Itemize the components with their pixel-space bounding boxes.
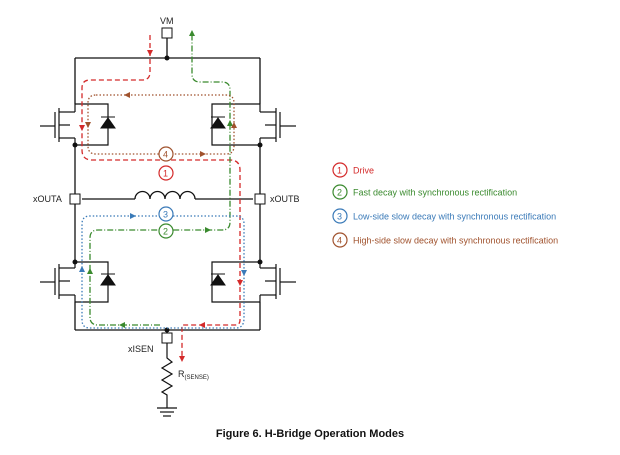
svg-text:4: 4 [163,150,168,160]
fast-decay-arrows [87,30,233,328]
fast-decay-current-path [89,30,231,326]
path-marker-2: 2 [158,223,174,239]
svg-text:1: 1 [163,169,168,179]
legend-marker [332,162,348,178]
low-side-mosfet-b [211,261,296,303]
xisen-label: xISEN [128,344,154,354]
legend-marker [332,184,348,200]
drive-current-path [81,35,241,360]
legend-item: 3 Low-side slow decay with synchronous re… [332,208,556,224]
rsense-label: R(SENSE) [178,369,209,381]
legend-item: 1 Drive [332,162,374,178]
bridge-frame [74,38,261,333]
legend-label: Low-side slow decay with synchronous rec… [353,212,556,222]
path-marker-1: 1 [158,165,174,181]
path-marker-4: 4 [158,146,174,162]
xouta-label: xOUTA [33,194,62,204]
body-diode-icon [210,273,226,286]
low-side-mosfet-a [40,261,109,303]
legend: 1 Drive 2 Fast decay with synchronous recti… [332,162,558,248]
legend-number: 2 [337,188,342,198]
figure-caption: Figure 6. H-Bridge Operation Modes [215,428,405,440]
legend-item: 2 Fast decay with synchronous rectificati… [332,184,517,200]
xoutb-label: xOUTB [270,194,300,204]
motor-winding-icon [134,190,196,200]
xouta-terminal [69,193,81,205]
svg-text:2: 2 [163,227,168,237]
legend-number: 3 [337,212,342,222]
legend-marker [332,232,348,248]
high-side-mosfet-b [211,103,296,146]
legend-label: High-side slow decay with synchronous re… [353,236,558,246]
body-diode-icon [100,116,116,129]
low-side-decay-arrows [79,213,247,276]
legend-label: Fast decay with synchronous rectificatio… [353,188,517,198]
legend-number: 4 [337,236,342,246]
body-diode-icon [210,116,226,129]
body-diode-icon [100,273,116,286]
sense-resistor-icon [160,343,174,408]
legend-marker [332,208,348,224]
ground-icon [157,407,177,417]
legend-label: Drive [353,166,374,176]
legend-number: 1 [337,166,342,176]
path-marker-3: 3 [158,206,174,222]
legend-item: 4 High-side slow decay with synchronous r… [332,232,558,248]
high-side-mosfet-a [40,103,109,146]
xisen-terminal [161,332,173,344]
svg-text:3: 3 [163,210,168,220]
drive-arrows [79,50,243,362]
high-side-decay-arrows [85,92,237,157]
vm-label: VM [160,16,174,26]
xoutb-terminal [254,193,266,205]
vm-terminal [161,27,173,39]
